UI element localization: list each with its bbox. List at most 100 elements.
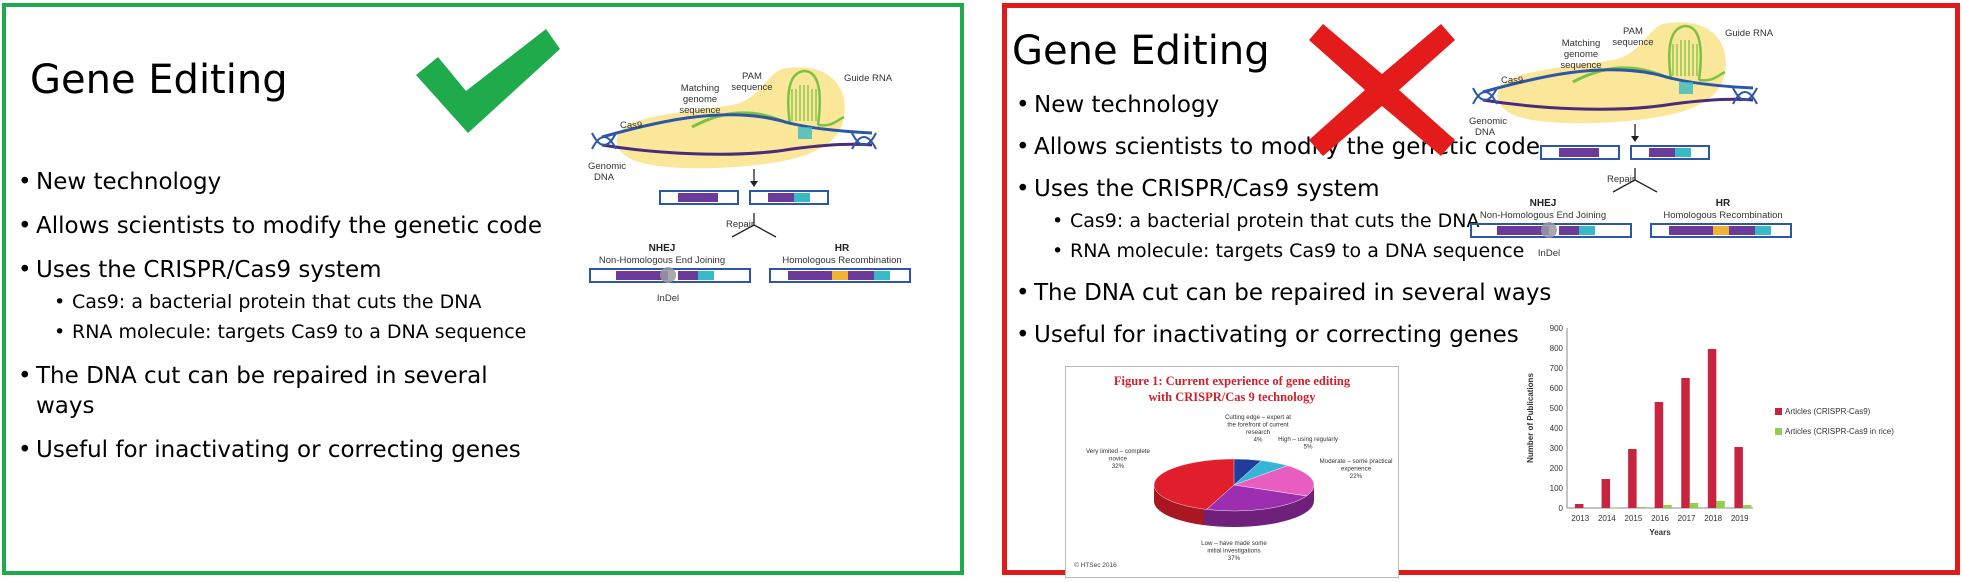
legend-swatch: [1775, 408, 1782, 415]
bar-crispr-cas9: [1708, 349, 1717, 508]
pie-slice-label: 5%: [1304, 444, 1313, 451]
label-hr-full: Homologous Recombination: [782, 255, 901, 266]
crispr-figure: Guide RNA PAM sequence Matching genome s…: [1463, 20, 1793, 310]
pie-slices: Very limited – completenovice32%Cutting …: [1086, 414, 1392, 562]
bar-crispr-cas9-rice: [1663, 505, 1672, 508]
label-hr-full: Homologous Recombination: [1663, 210, 1782, 221]
x-tick-label: 2018: [1704, 514, 1722, 523]
label-matching-2: genome: [683, 94, 717, 105]
legend-label: Articles (CRISPR-Cas9 in rice): [1785, 427, 1894, 436]
label-matching-3: sequence: [679, 105, 720, 116]
label-pam: PAM: [742, 71, 762, 82]
bullet-item: Uses the CRISPR/Cas9 system Cas9: a bact…: [18, 255, 558, 347]
label-nhej: NHEJ: [649, 243, 676, 254]
label-cas9: Cas9: [620, 120, 642, 131]
pam-site: [1679, 82, 1693, 94]
pie-slice-label: Moderate – some practical: [1320, 458, 1393, 465]
hr-dna: [1651, 224, 1791, 237]
y-tick-label: 300: [1550, 444, 1564, 453]
pie-slice-label: High – using regularly: [1278, 436, 1339, 443]
label-matching: Matching: [681, 83, 720, 94]
label-guide-rna: Guide RNA: [844, 73, 893, 84]
x-tick-label: 2016: [1651, 514, 1669, 523]
pie-title-line1: Figure 1: Current experience of gene edi…: [1114, 374, 1351, 388]
y-axis-label: Number of Publications: [1526, 373, 1535, 463]
slide-title: Gene Editing: [1012, 28, 1270, 74]
slide-title: Gene Editing: [30, 57, 288, 103]
x-tick-label: 2017: [1678, 514, 1696, 523]
y-tick-label: 100: [1550, 484, 1564, 493]
label-nhej-full: Non-Homologous End Joining: [599, 255, 725, 266]
pie-slice-label: 22%: [1350, 473, 1363, 480]
pie-slice-label: experience: [1341, 466, 1372, 473]
label-indel: InDel: [657, 293, 679, 304]
label-indel: InDel: [1538, 248, 1560, 259]
cross-mark-icon: [1307, 22, 1457, 158]
bar-crispr-cas9-rice: [1690, 503, 1699, 508]
pie-slice-label: Low – have made some: [1201, 540, 1267, 547]
label-nhej-full: Non-Homologous End Joining: [1480, 210, 1606, 221]
label-hr: HR: [835, 243, 850, 254]
bar-crispr-cas9: [1628, 449, 1637, 508]
pie-figure: Figure 1: Current experience of gene edi…: [1065, 366, 1399, 578]
label-genomic-2: DNA: [594, 172, 615, 183]
dna-helix-right: [1733, 88, 1757, 104]
pie-slice-label: 4%: [1254, 437, 1263, 444]
pie-slice-label: the forefront of current: [1227, 422, 1289, 429]
label-matching: Matching: [1562, 38, 1601, 49]
crispr-figure: Guide RNA PAM sequence Matching genome s…: [582, 65, 912, 355]
sub-bullet-item: RNA molecule: targets Cas9 to a DNA sequ…: [54, 317, 558, 347]
bar-crispr-cas9: [1734, 447, 1743, 508]
x-tick-label: 2014: [1598, 514, 1616, 523]
bar-crispr-cas9: [1655, 402, 1664, 508]
x-tick-label: 2015: [1625, 514, 1643, 523]
y-tick-label: 900: [1550, 324, 1564, 333]
label-repair: Repair: [1607, 174, 1635, 185]
pie-title-line2: with CRISPR/Cas 9 technology: [1148, 390, 1316, 404]
label-nhej: NHEJ: [1530, 198, 1557, 209]
y-tick-label: 400: [1550, 424, 1564, 433]
bullet-item: Useful for inactivating or correcting ge…: [18, 435, 558, 465]
y-tick-label: 800: [1550, 344, 1564, 353]
bar-crispr-cas9: [1681, 378, 1690, 508]
nhej-dna: [590, 267, 750, 283]
y-tick-label: 0: [1559, 504, 1564, 513]
bullet-item: Allows scientists to modify the genetic …: [18, 211, 558, 241]
x-tick-label: 2013: [1571, 514, 1589, 523]
label-matching-2: genome: [1564, 49, 1598, 60]
bar-crispr-cas9: [1575, 504, 1584, 508]
label-pam: PAM: [1623, 26, 1643, 37]
dna-helix-right: [852, 133, 876, 149]
label-cas9: Cas9: [1501, 75, 1523, 86]
label-matching-3: sequence: [1560, 60, 1601, 71]
label-genomic-2: DNA: [1475, 127, 1496, 138]
guide-rna-stem: [1673, 40, 1697, 76]
y-tick-label: 600: [1550, 384, 1564, 393]
bar-crispr-cas9-rice: [1637, 507, 1646, 508]
pie-slice-label: 32%: [1112, 463, 1125, 470]
legend-swatch: [1775, 428, 1782, 435]
bad-slide: Gene Editing New technology Allows scien…: [1002, 3, 1960, 575]
label-repair: Repair: [726, 219, 754, 230]
bullet-list: New technology Allows scientists to modi…: [18, 167, 558, 479]
nhej-dna: [1471, 222, 1631, 238]
x-tick-label: 2019: [1731, 514, 1749, 523]
guide-rna-stem: [792, 85, 816, 121]
legend-label: Articles (CRISPR-Cas9): [1785, 407, 1871, 416]
bullet-item: The DNA cut can be repaired in several w…: [18, 361, 516, 421]
pie-figure-canvas: Figure 1: Current experience of gene edi…: [1066, 367, 1398, 577]
sub-bullet-item: Cas9: a bacterial protein that cuts the …: [54, 287, 558, 317]
pie-slice-label: Very limited – complete: [1086, 448, 1151, 455]
label-pam-2: sequence: [731, 82, 772, 93]
x-axis-label: Years: [1649, 528, 1671, 537]
pie-slice-label: Cutting edge – expert at: [1225, 414, 1291, 421]
y-tick-label: 500: [1550, 404, 1564, 413]
y-tick-label: 700: [1550, 364, 1564, 373]
pie-copyright: © HTSec 2016: [1074, 561, 1117, 569]
label-guide-rna: Guide RNA: [1725, 28, 1774, 39]
pie-slice-label: research: [1246, 429, 1271, 436]
cut-dna: [660, 191, 828, 204]
check-mark-icon: [408, 25, 566, 135]
pie-slice-label: 37%: [1228, 555, 1241, 562]
